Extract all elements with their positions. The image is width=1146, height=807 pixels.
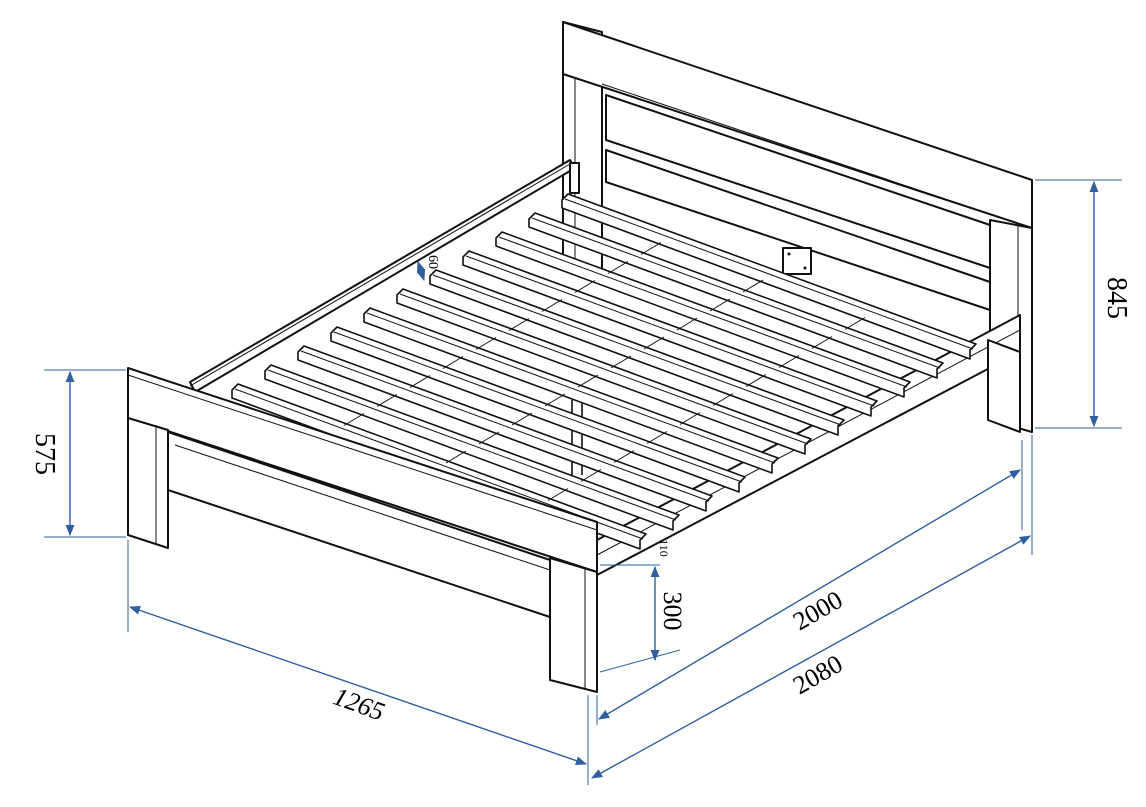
cross-support — [577, 374, 599, 388]
cross-support — [712, 393, 734, 406]
cross-support — [343, 413, 365, 426]
cross-support — [745, 374, 767, 387]
cross-support — [643, 336, 665, 350]
slat — [528, 212, 944, 379]
cross-support — [547, 488, 569, 501]
slat-edge — [465, 255, 875, 407]
slat-spacing-label: 60 — [425, 255, 440, 269]
clearance-label: 300 — [658, 592, 687, 631]
slat-spacing-dimension — [416, 260, 426, 282]
cross-support — [610, 355, 632, 369]
slat-edge — [432, 274, 842, 426]
cross-support — [742, 279, 764, 293]
footboard-height-label: 575 — [29, 433, 60, 475]
cross-support — [442, 356, 464, 369]
slat-edge — [333, 331, 743, 483]
dimension-lines — [44, 179, 1122, 785]
slat — [462, 250, 878, 417]
cross-support — [613, 450, 635, 463]
cross-support — [574, 280, 596, 293]
cross-support — [478, 431, 500, 445]
cross-support — [409, 375, 431, 388]
slat-edge — [498, 236, 908, 388]
width-dimension — [128, 606, 588, 765]
slat — [561, 193, 977, 360]
cross-support — [544, 393, 566, 407]
cross-support — [445, 450, 467, 464]
cross-support — [508, 318, 530, 331]
slat-edge — [399, 293, 809, 445]
slat — [429, 269, 845, 436]
outer-length-label: 2080 — [788, 649, 848, 700]
cross-support — [679, 412, 701, 425]
cross-support — [511, 412, 533, 426]
slats — [231, 193, 977, 550]
cross-support — [580, 469, 602, 482]
headboard-height-label: 845 — [1101, 277, 1132, 319]
headboard — [562, 21, 1033, 433]
cross-support — [646, 431, 668, 444]
cross-support — [541, 299, 563, 312]
cross-support — [709, 298, 731, 312]
cross-support — [811, 336, 833, 349]
rail-height-label: 110 — [657, 539, 671, 557]
slat-edge — [564, 198, 974, 350]
cross-support — [676, 317, 698, 331]
cross-support — [844, 317, 866, 330]
cross-support — [778, 355, 800, 368]
cross-support — [475, 337, 497, 350]
cross-support — [376, 394, 398, 407]
slat — [363, 307, 779, 474]
bracket — [782, 247, 812, 275]
cross-support — [640, 242, 662, 255]
slat-edge — [366, 312, 776, 464]
slat — [495, 231, 911, 398]
cross-support — [607, 261, 629, 274]
slat — [396, 288, 812, 455]
slat-edge — [531, 217, 941, 369]
inner-length-label: 2000 — [788, 585, 848, 636]
width-label: 1265 — [330, 681, 389, 726]
outer-length-dimension — [591, 535, 1031, 779]
